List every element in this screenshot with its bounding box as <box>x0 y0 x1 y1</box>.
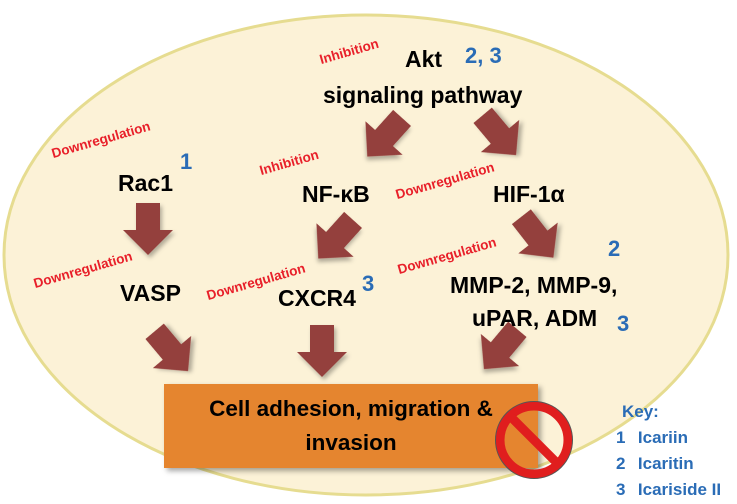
key-number: 3 <box>616 480 626 499</box>
no-sign-icon <box>495 401 573 479</box>
key-number: 1 <box>616 428 626 447</box>
key-item: 2 Icaritin <box>616 454 694 474</box>
node-vasp: VASP <box>120 280 181 306</box>
key-name: Icariin <box>637 428 689 447</box>
compound-number-mmp-bottom: 3 <box>617 311 630 336</box>
key-title: Key: <box>622 402 659 421</box>
node-cxcr4: CXCR4 <box>278 285 356 311</box>
compound-number-akt: 2, 3 <box>465 43 502 68</box>
node-nfkb: NF-κB <box>302 181 370 207</box>
node-akt-pathway: signaling pathway <box>323 82 523 108</box>
key-item: 3 Icariside II <box>616 480 721 500</box>
node-rac1: Rac1 <box>118 170 173 196</box>
node-mmp: MMP-2, MMP-9, <box>450 272 618 298</box>
node-hif1a: HIF-1α <box>493 181 565 207</box>
pathway-ellipse <box>2 13 730 497</box>
outcome-box: Cell adhesion, migration & invasion <box>164 384 538 468</box>
outcome-label: Cell adhesion, migration & invasion <box>209 396 493 455</box>
node-upar-adm: uPAR, ADM <box>472 305 598 331</box>
compound-number-mmp-top: 2 <box>608 236 621 261</box>
key-name: Icaritin <box>637 454 694 473</box>
compound-number-cxcr4: 3 <box>362 271 375 296</box>
key-name: Icariside II <box>637 480 722 499</box>
key-number: 2 <box>616 454 626 473</box>
node-akt: Akt <box>405 46 443 72</box>
key-item: 1 Icariin <box>616 428 688 448</box>
compound-number-rac1: 1 <box>180 149 193 174</box>
